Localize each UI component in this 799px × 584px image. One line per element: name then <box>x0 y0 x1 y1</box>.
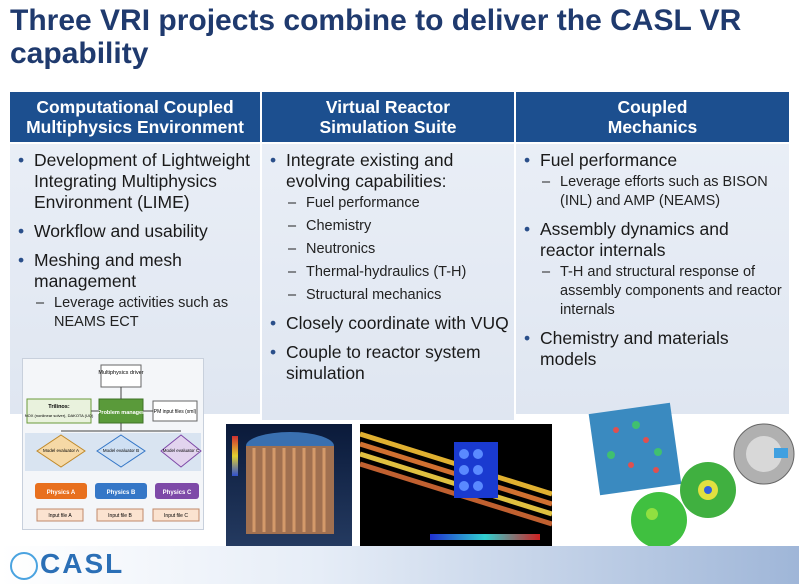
evaluator-label: Model evaluator B <box>103 448 139 453</box>
input-file-label: Input file A <box>48 513 72 519</box>
physics-label: Physics C <box>163 490 192 496</box>
footer-bar <box>0 546 799 584</box>
pm-input-label: PM input files (xml) <box>154 409 197 415</box>
header-line: Coupled <box>617 97 688 117</box>
lime-architecture-diagram: Multiphysics driver Trilinos: NOX (nonli… <box>22 358 204 530</box>
reactor-core-image <box>226 424 352 546</box>
column-body-coupled-mechanics: Fuel performance Leverage efforts such a… <box>516 144 789 414</box>
sub-bullet: T-H and structural response of assembly … <box>540 263 785 320</box>
trilinos-text: NOX (nonlinear solver), DAKOTA (UQ) <box>25 413 94 418</box>
bullet: Chemistry and materials models <box>524 328 785 370</box>
physics-label: Physics A <box>47 490 76 496</box>
slide-title: Three VRI projects combine to deliver th… <box>10 4 742 70</box>
header-line: Computational Coupled <box>36 97 234 117</box>
sub-bullet: Leverage activities such as NEAMS ECT <box>34 294 256 332</box>
header-line: Mechanics <box>607 117 698 137</box>
bullet: Assembly dynamics and reactor internals … <box>524 219 785 320</box>
fuel-pellet-image <box>676 460 740 520</box>
bullet: Couple to reactor system simulation <box>270 342 510 384</box>
sub-bullet: Neutronics <box>286 240 510 259</box>
atom-icon <box>10 551 38 580</box>
bullet: Fuel performance Leverage efforts such a… <box>524 150 785 211</box>
thermal-hydraulics-image <box>360 424 552 546</box>
manager-label: Problem manager <box>98 410 145 416</box>
driver-label: Multiphysics driver <box>98 370 143 376</box>
bullet: Workflow and usability <box>18 221 256 242</box>
bullet: Meshing and mesh management Leverage act… <box>18 250 256 332</box>
evaluator-label: Model evaluator C <box>163 448 200 453</box>
sub-bullet: Fuel performance <box>286 194 510 213</box>
sub-bullet: Structural mechanics <box>286 286 510 305</box>
header-line: Simulation Suite <box>319 117 457 137</box>
trilinos-title: Trilinos: <box>48 404 70 410</box>
sub-bullet: Leverage efforts such as BISON (INL) and… <box>540 173 785 211</box>
casl-logo: CASL <box>10 548 124 580</box>
bullet: Closely coordinate with VUQ <box>270 313 510 334</box>
fuel-microstructure-image <box>586 400 684 498</box>
header-line: Virtual Reactor <box>325 97 451 117</box>
input-file-label: Input file C <box>164 513 188 519</box>
bullet: Development of Lightweight Integrating M… <box>18 150 256 213</box>
sub-bullet: Thermal-hydraulics (T-H) <box>286 263 510 282</box>
header-line: Multiphysics Environment <box>26 117 244 137</box>
input-file-label: Input file B <box>108 513 132 519</box>
physics-label: Physics B <box>107 490 136 496</box>
column-body-simulation-suite: Integrate existing and evolving capabili… <box>262 144 514 420</box>
evaluator-label: Model evaluator A <box>43 448 79 453</box>
bullet: Integrate existing and evolving capabili… <box>270 150 510 305</box>
cladding-stress-image <box>624 490 694 546</box>
sub-bullet: Chemistry <box>286 217 510 236</box>
assembly-cross-section-image <box>730 420 796 490</box>
